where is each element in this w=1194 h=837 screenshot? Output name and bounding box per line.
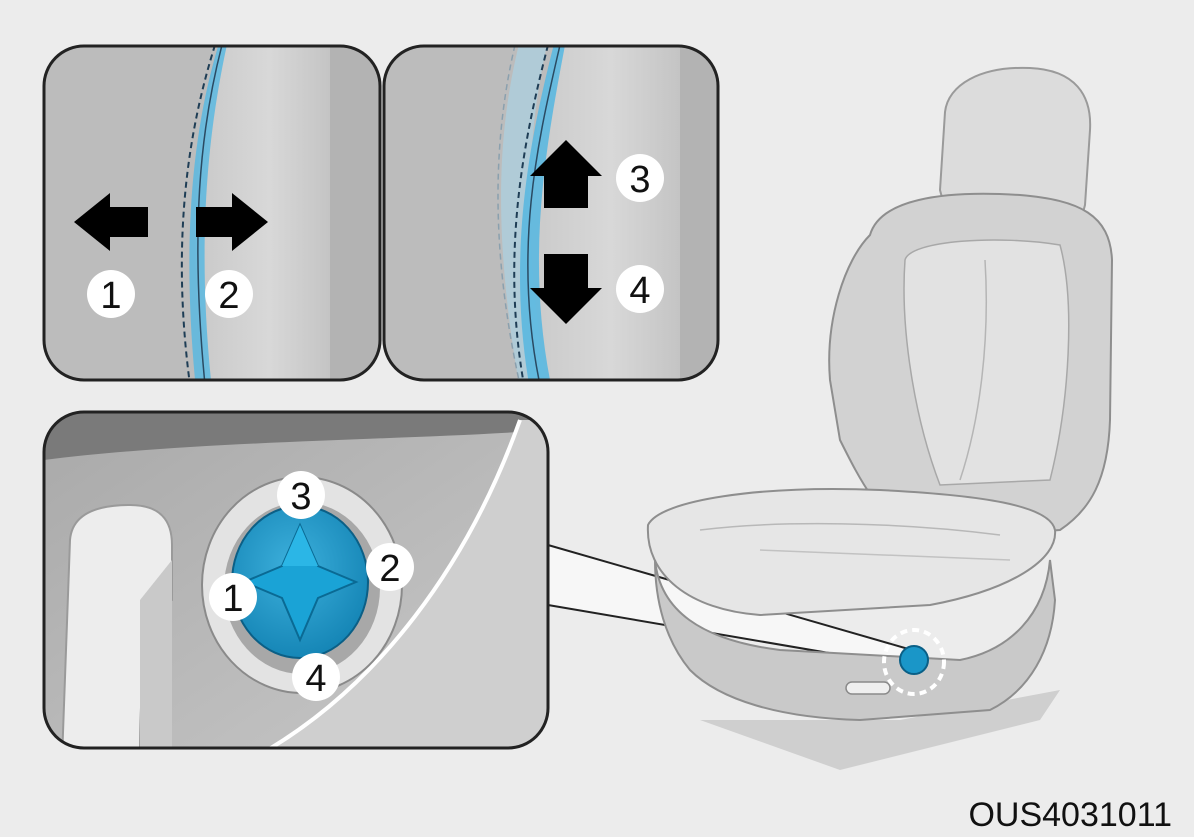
callout-2: 2 bbox=[205, 270, 253, 318]
seat-adjust-switch bbox=[845, 681, 891, 695]
svg-text:3: 3 bbox=[629, 159, 650, 201]
knob-callout-1: 1 bbox=[209, 573, 257, 621]
svg-text:4: 4 bbox=[629, 270, 650, 312]
arrow-right-icon bbox=[196, 193, 268, 251]
svg-text:2: 2 bbox=[218, 275, 239, 317]
knob-callout-3: 3 bbox=[277, 471, 325, 519]
highlight-circle bbox=[882, 628, 946, 696]
panel-lumbar-forward-back: 1 2 bbox=[42, 44, 382, 382]
callout-3: 3 bbox=[616, 154, 664, 202]
svg-text:1: 1 bbox=[222, 578, 243, 620]
svg-text:2: 2 bbox=[379, 548, 400, 590]
seat-cushion bbox=[646, 488, 1057, 617]
panel-knob-closeup: 3 2 1 4 bbox=[42, 410, 550, 750]
lumbar-cushion-vertical bbox=[520, 46, 566, 380]
lumbar-control-knob bbox=[231, 505, 369, 659]
svg-text:3: 3 bbox=[290, 476, 311, 518]
knob-callout-2: 2 bbox=[366, 543, 414, 591]
callout-1: 1 bbox=[87, 270, 135, 318]
car-seat-illustration bbox=[646, 66, 1114, 770]
arrow-left-icon bbox=[74, 193, 148, 251]
figure-code: OUS4031011 bbox=[968, 796, 1172, 834]
svg-text:4: 4 bbox=[305, 658, 326, 700]
lumbar-knob-on-seat bbox=[899, 645, 929, 675]
panel-lumbar-up-down: 3 4 bbox=[382, 44, 720, 382]
svg-text:1: 1 bbox=[100, 275, 121, 317]
arrow-up-icon bbox=[530, 140, 602, 208]
seat-side-frame bbox=[654, 559, 1057, 722]
callout-4: 4 bbox=[616, 265, 664, 313]
arrow-down-icon bbox=[530, 254, 602, 324]
knob-callout-4: 4 bbox=[292, 653, 340, 701]
